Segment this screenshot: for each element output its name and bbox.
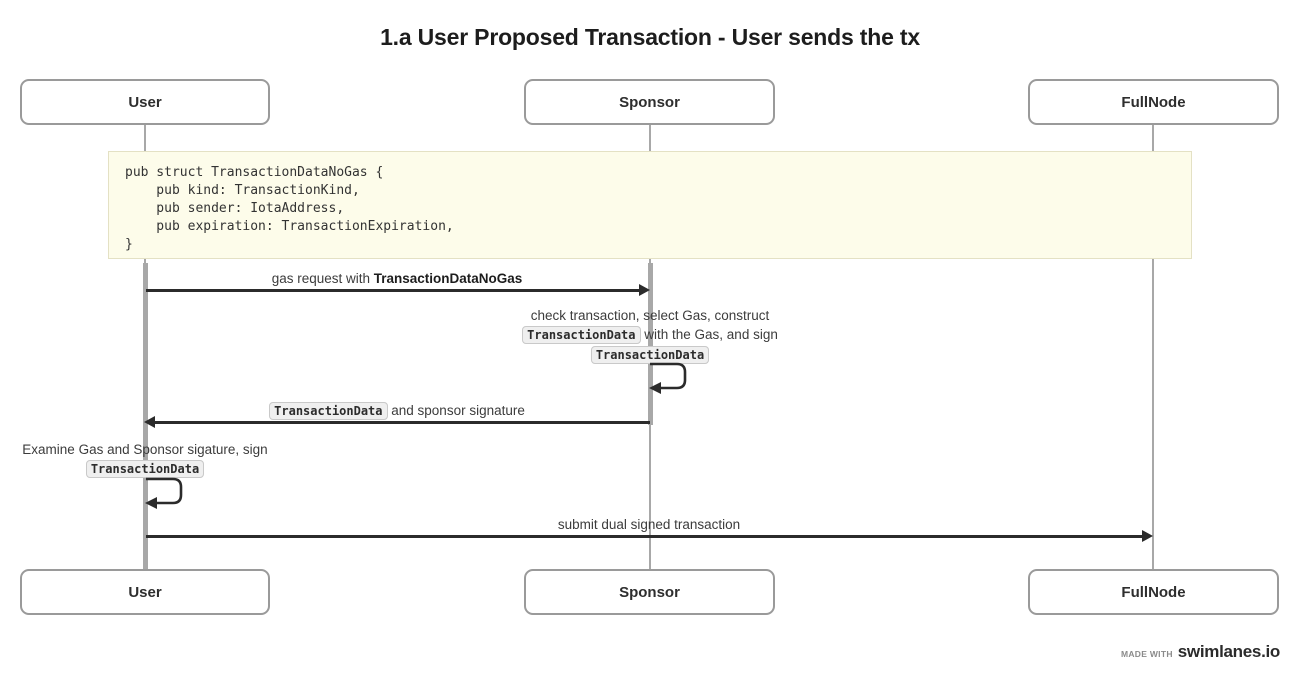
participant-label: FullNode xyxy=(1121,583,1186,601)
participant-box-user-top[interactable]: User xyxy=(20,79,270,125)
message-label-sponsor-self: check transaction, select Gas, construct… xyxy=(460,306,840,365)
participant-label: FullNode xyxy=(1121,93,1186,111)
code-chip-transaction-data: TransactionData xyxy=(269,402,388,420)
self-message-loop-sponsor xyxy=(647,362,693,394)
code-chip-transaction-data: TransactionData xyxy=(590,346,710,364)
participant-label: User xyxy=(128,583,162,601)
participant-box-sponsor-bottom[interactable]: Sponsor xyxy=(524,569,775,615)
message-label-text: and sponsor signature xyxy=(387,403,525,418)
message-label-text: gas request with xyxy=(271,271,374,286)
message-label-submit-tx: submit dual signed transaction xyxy=(557,517,741,532)
code-chip-transaction-data: TransactionData xyxy=(522,326,641,344)
participant-box-fullnode-top[interactable]: FullNode xyxy=(1028,79,1279,125)
participant-label: User xyxy=(128,93,162,111)
message-label-line2-post: with the Gas, and sign xyxy=(640,327,778,342)
note-code: pub struct TransactionDataNoGas { pub ki… xyxy=(125,165,454,252)
footer-brand-name[interactable]: swimlanes.io xyxy=(1177,642,1281,661)
page-title: 1.a User Proposed Transaction - User sen… xyxy=(380,24,920,50)
message-label-gas-request: gas request with TransactionDataNoGas xyxy=(144,269,650,288)
participant-box-sponsor-top[interactable]: Sponsor xyxy=(524,79,775,125)
lifeline-fullnode xyxy=(1152,124,1154,570)
arrowhead-return-txdata xyxy=(144,416,155,428)
code-chip-transaction-data: TransactionData xyxy=(85,460,205,478)
message-label-return-txdata: TransactionData and sponsor signature xyxy=(144,401,650,421)
note-block-transaction-data-no-gas: pub struct TransactionDataNoGas { pub ki… xyxy=(108,151,1192,259)
participant-label: Sponsor xyxy=(619,93,680,111)
arrowhead-gas-request xyxy=(639,284,650,296)
footer-attribution: MADE WITH swimlanes.io xyxy=(1121,642,1280,662)
message-line-return-txdata xyxy=(155,421,650,424)
message-label-user-self: Examine Gas and Sponsor sigature, sign T… xyxy=(0,440,305,479)
message-line-submit-tx xyxy=(146,535,1143,538)
participant-label: Sponsor xyxy=(619,583,680,601)
message-label-line1: check transaction, select Gas, construct xyxy=(530,308,770,323)
message-line-gas-request xyxy=(146,289,640,292)
arrowhead-submit-tx xyxy=(1142,530,1153,542)
message-label-line1: Examine Gas and Sponsor sigature, sign xyxy=(22,442,268,457)
self-message-loop-user xyxy=(143,477,189,509)
message-label-bold: TransactionDataNoGas xyxy=(373,271,523,286)
participant-box-fullnode-bottom[interactable]: FullNode xyxy=(1028,569,1279,615)
participant-box-user-bottom[interactable]: User xyxy=(20,569,270,615)
footer-made-with-label: MADE WITH xyxy=(1120,649,1173,659)
activation-bar-sponsor xyxy=(647,263,653,425)
